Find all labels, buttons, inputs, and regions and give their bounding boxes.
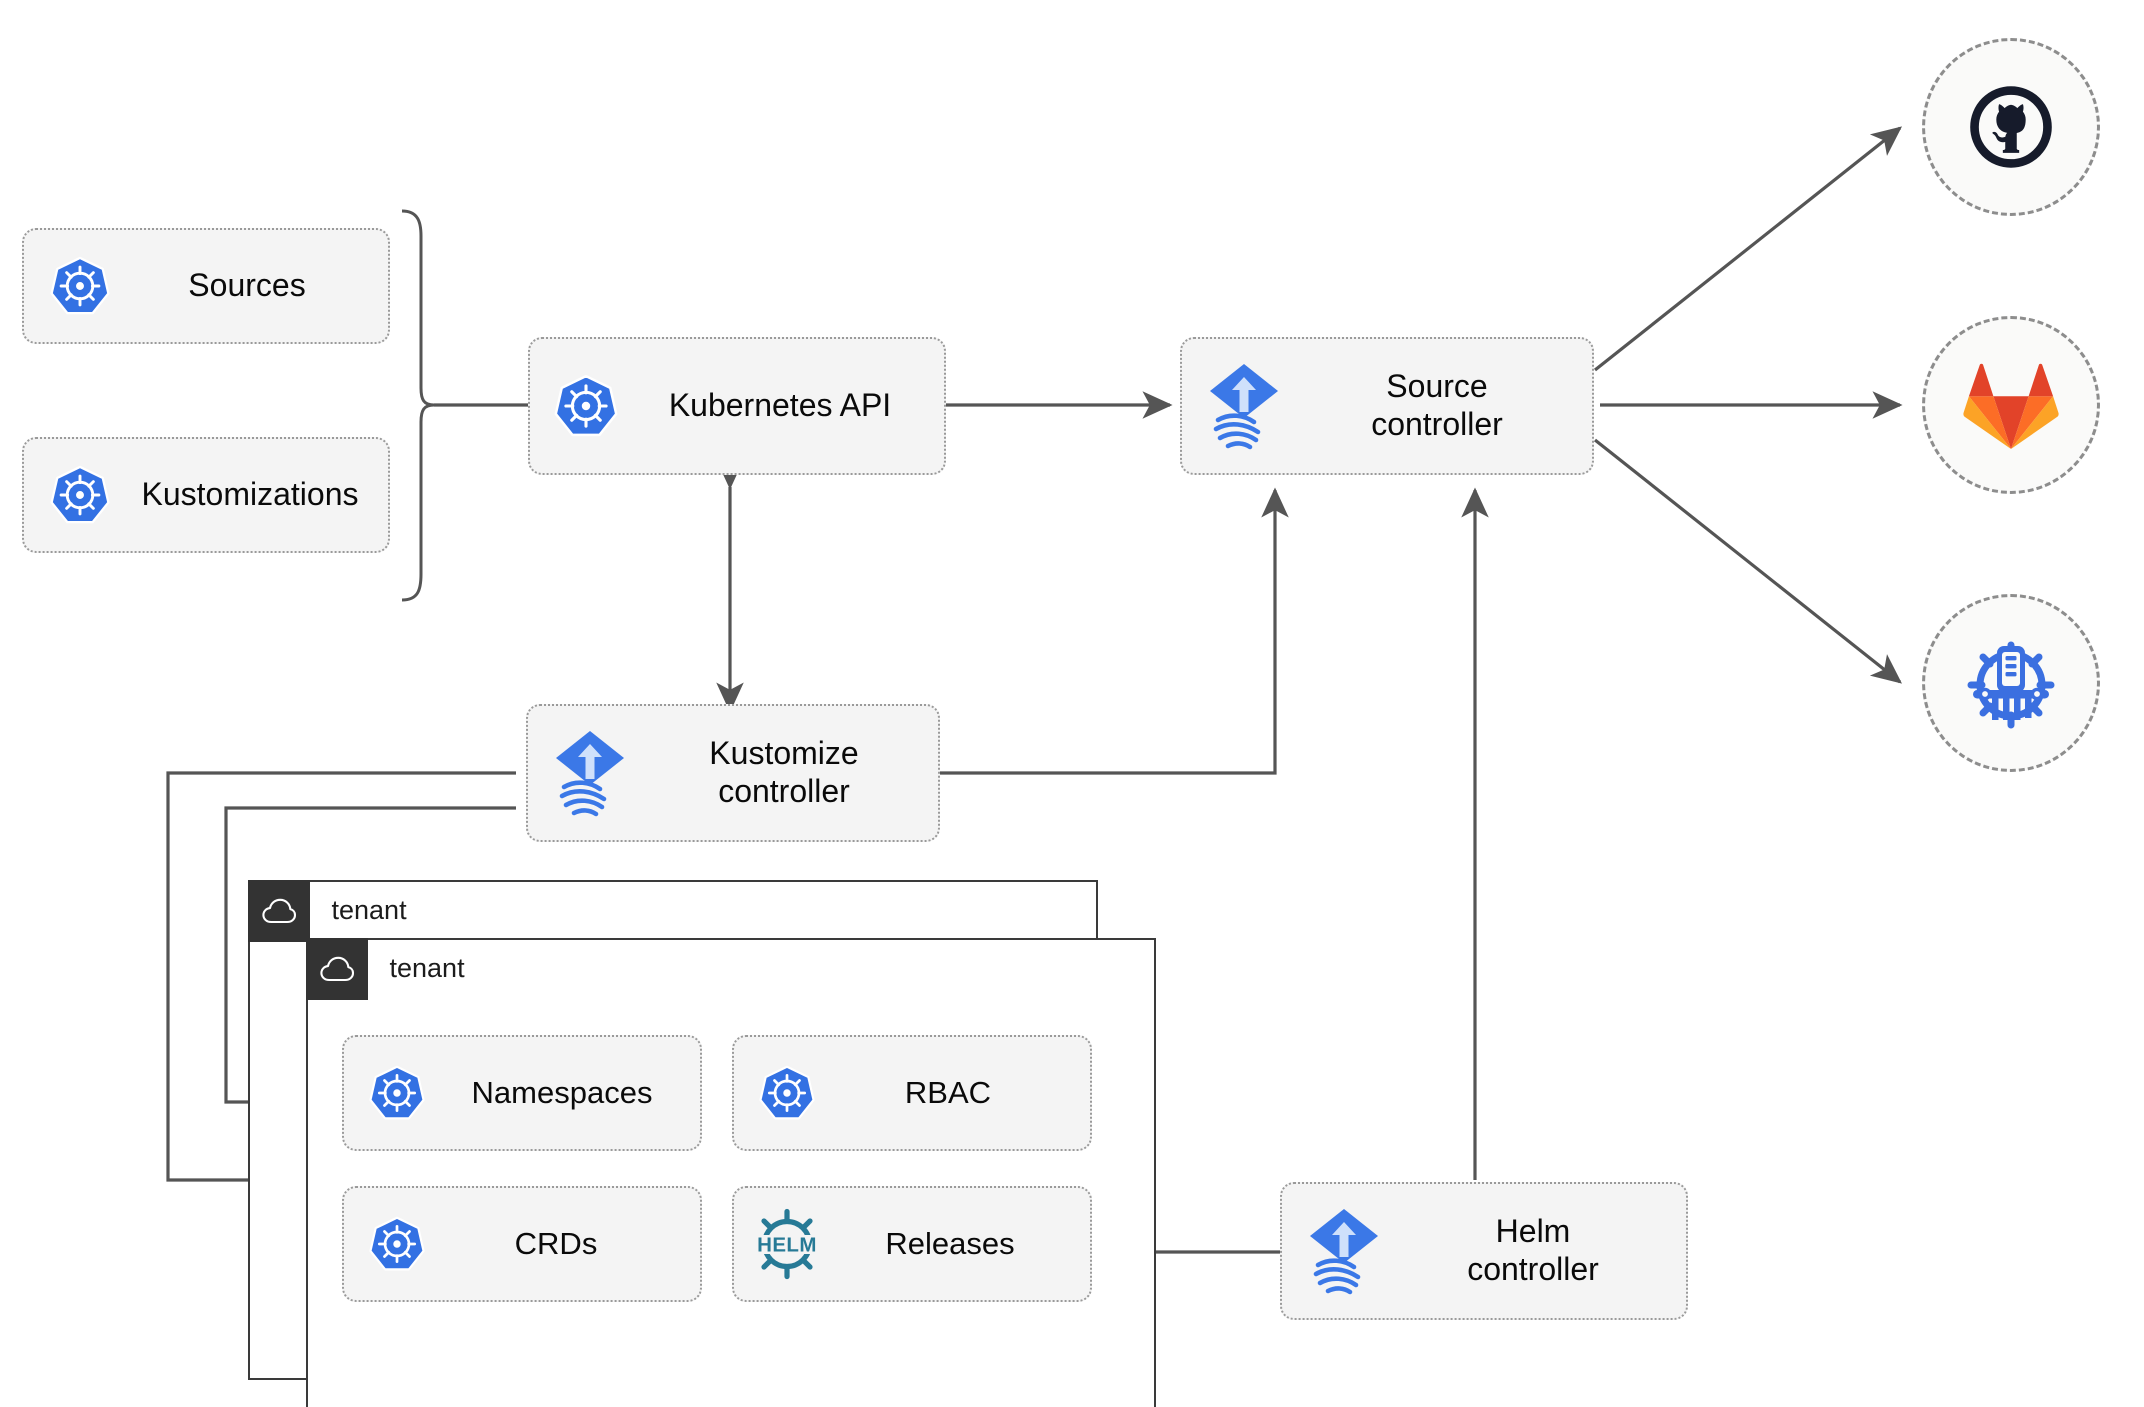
node-kubernetes-api[interactable]: Kubernetes API <box>528 337 946 475</box>
helm-repo-icon <box>1967 641 2055 729</box>
node-kustomizations-label: Kustomizations <box>141 476 359 513</box>
node-sources[interactable]: Sources <box>22 228 390 344</box>
node-source-controller[interactable]: Source controller <box>1180 337 1594 475</box>
flux-icon <box>1282 1205 1406 1297</box>
kubernetes-icon <box>344 1215 450 1273</box>
helm-icon: HELM <box>734 1207 840 1281</box>
tenant-back-header: tenant <box>247 879 407 942</box>
node-helm-controller-label: Helm controller <box>1467 1213 1599 1287</box>
node-rbac-label: RBAC <box>904 1074 992 1110</box>
provider-github[interactable] <box>1922 38 2100 216</box>
kubernetes-icon <box>530 373 642 439</box>
flux-icon <box>1182 360 1306 452</box>
node-namespaces[interactable]: Namespaces <box>342 1035 702 1151</box>
node-crds-label: CRDs <box>514 1225 598 1261</box>
node-kustomize-controller[interactable]: Kustomize controller <box>526 704 940 842</box>
node-kustomizations[interactable]: Kustomizations <box>22 437 390 553</box>
wire-source-to-helm-repo <box>1594 438 1903 684</box>
node-rbac[interactable]: RBAC <box>732 1035 1092 1151</box>
provider-gitlab[interactable] <box>1922 316 2100 494</box>
gitlab-icon <box>1963 363 2059 450</box>
tenant-front-header: tenant <box>305 937 465 1000</box>
wire-source-to-github <box>1594 126 1903 372</box>
node-helm-controller[interactable]: Helm controller <box>1280 1182 1688 1320</box>
svg-text:HELM: HELM <box>757 1234 817 1257</box>
node-sources-label: Sources <box>188 267 306 304</box>
flux-icon <box>528 727 652 819</box>
node-source-controller-label: Source controller <box>1371 368 1503 442</box>
kubernetes-icon <box>344 1064 450 1122</box>
cloud-icon <box>305 937 368 1000</box>
kubernetes-icon <box>24 464 136 526</box>
cloud-icon <box>247 879 310 942</box>
kubernetes-icon <box>734 1064 840 1122</box>
wire-kustomize-to-source-controller <box>940 487 1289 775</box>
tenant-back-label: tenant <box>331 895 407 925</box>
node-releases[interactable]: HELM Releases <box>732 1186 1092 1302</box>
node-releases-label: Releases <box>885 1225 1015 1261</box>
kubernetes-icon <box>24 255 136 317</box>
node-crds[interactable]: CRDs <box>342 1186 702 1302</box>
node-kubernetes-api-label: Kubernetes API <box>668 387 892 424</box>
node-namespaces-label: Namespaces <box>471 1074 653 1110</box>
tenant-container-front: tenant <box>305 937 1156 1407</box>
provider-helm-repository[interactable] <box>1922 594 2100 772</box>
node-kustomize-controller-label: Kustomize controller <box>709 735 859 809</box>
tenant-front-label: tenant <box>389 953 465 983</box>
github-icon <box>1970 86 2052 168</box>
bracket-sources-group <box>401 209 435 602</box>
